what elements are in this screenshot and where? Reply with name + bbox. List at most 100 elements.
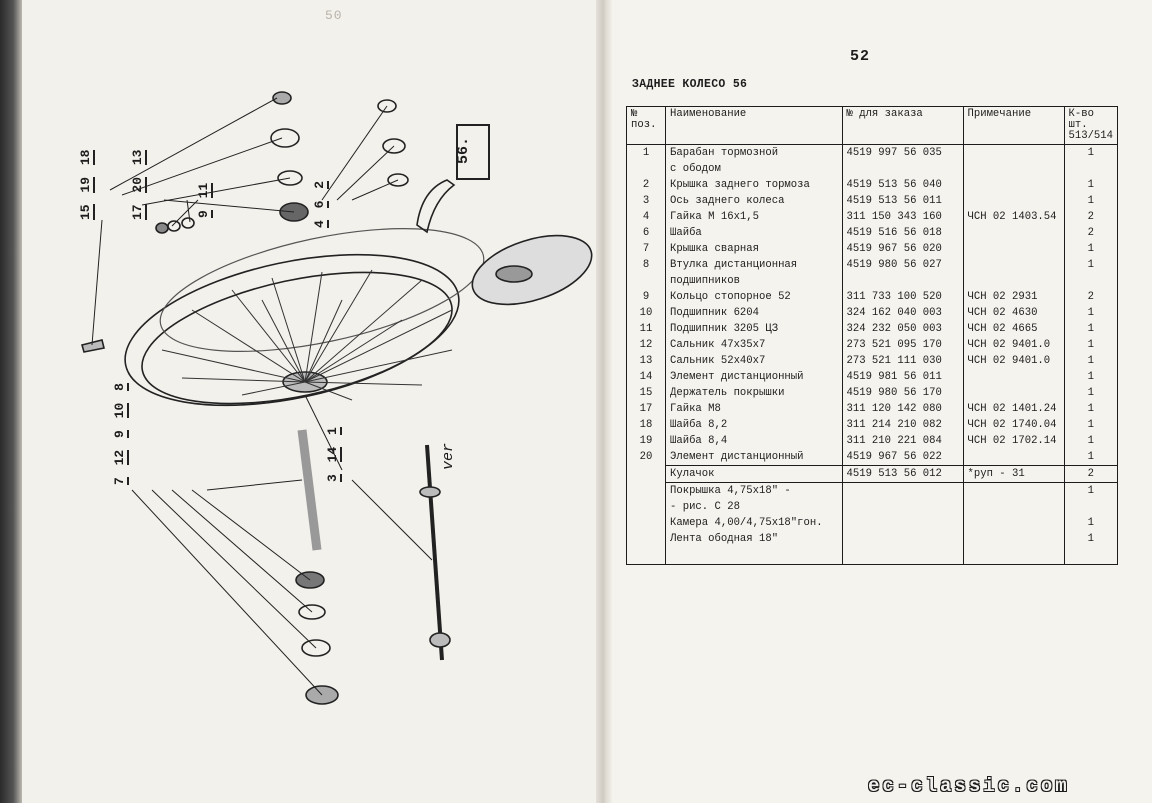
cell-pos — [626, 161, 666, 177]
cell-order: 273 521 095 170 — [841, 337, 964, 353]
wheel-spokes — [161, 269, 453, 401]
table-row: подшипников — [626, 273, 1118, 289]
cell-note — [962, 225, 1065, 241]
cell-qty: 2 — [1063, 209, 1118, 225]
cell-order: 4519 967 56 020 — [841, 241, 964, 257]
cell-note — [962, 193, 1065, 209]
cell-note — [962, 241, 1065, 257]
nut-part — [272, 91, 292, 105]
cell-order: 4519 980 56 027 — [841, 257, 964, 273]
cell-qty: 1 — [1063, 385, 1118, 401]
wheel-rim-back — [159, 228, 485, 352]
callout-label: 6 — [312, 200, 329, 209]
cell-order: 273 521 111 030 — [841, 353, 964, 369]
cell-pos — [626, 547, 666, 565]
seal-part-2 — [387, 173, 409, 187]
cell-note: ЧСН 02 2931 — [962, 289, 1065, 305]
cell-qty: 1 — [1063, 482, 1118, 499]
callout-label: 12 — [112, 449, 129, 466]
callout-group-5: 7 12 9 10 8 — [112, 379, 129, 485]
wheel-rim-inner — [141, 271, 453, 405]
table-title: ЗАДНЕЕ КОЛЕСО 56 — [632, 78, 748, 91]
cell-name — [665, 547, 843, 565]
cell-pos: 8 — [626, 257, 666, 273]
callout-group-6: 3 14 1 — [325, 423, 342, 482]
cell-pos: 1 — [626, 144, 666, 161]
callout-group-3: 9 11 — [196, 179, 213, 218]
cell-order: 4519 513 56 040 — [841, 177, 964, 193]
cell-name: - рис. С 28 — [665, 499, 843, 515]
callout-group-1: 15 19 18 — [78, 146, 95, 220]
cell-note — [962, 547, 1065, 565]
handwritten-note: ver — [440, 442, 457, 470]
exploded-wheel-diagram — [81, 91, 593, 705]
book-gutter — [596, 0, 612, 803]
cell-qty: 1 — [1063, 417, 1118, 433]
cell-pos: 3 — [626, 193, 666, 209]
cell-name: Держатель покрышки — [665, 385, 843, 401]
cell-pos — [626, 515, 666, 531]
cell-qty: 1 — [1063, 257, 1118, 273]
cell-qty: 1 — [1063, 177, 1118, 193]
cell-note — [962, 369, 1065, 385]
cell-name: Элемент дистанционный — [665, 449, 843, 466]
circlip-part — [277, 170, 303, 186]
cell-qty: 1 — [1063, 241, 1118, 257]
callout-label: 7 — [112, 477, 129, 485]
cell-order: 4519 513 56 011 — [841, 193, 964, 209]
cell-pos: 12 — [626, 337, 666, 353]
cell-pos — [626, 499, 666, 515]
cell-qty: 1 — [1063, 321, 1118, 337]
cell-name: Покрышка 4,75х18" - — [665, 482, 843, 499]
table-row: Лента ободная 18"1 — [626, 531, 1118, 547]
cell-note: *руп - 31 — [962, 465, 1065, 483]
cell-note — [962, 385, 1065, 401]
cell-pos — [626, 465, 666, 483]
cell-order: 311 150 343 160 — [841, 209, 964, 225]
cell-qty: 1 — [1063, 337, 1118, 353]
cell-note — [962, 273, 1065, 289]
callout-group-4: 4 6 2 — [312, 177, 329, 228]
cell-note — [962, 449, 1065, 466]
cell-name: Ось заднего колеса — [665, 193, 843, 209]
cell-name: Элемент дистанционный — [665, 369, 843, 385]
cell-order: 4519 513 56 012 — [841, 465, 964, 483]
cell-name: Кулачок — [665, 465, 843, 483]
callout-label: 3 — [325, 474, 342, 482]
cell-note: ЧСН 02 1702.14 — [962, 433, 1065, 449]
cell-pos: 15 — [626, 385, 666, 401]
callout-label: 13 — [130, 149, 147, 166]
cell-order: 311 120 142 080 — [841, 401, 964, 417]
cell-name: Шайба 8,2 — [665, 417, 843, 433]
cell-qty: 1 — [1063, 369, 1118, 385]
cell-order: 311 733 100 520 — [841, 289, 964, 305]
tyre-holder — [81, 339, 105, 353]
diagram-label-box: 56. — [455, 124, 490, 180]
callout-label: 20 — [130, 176, 147, 193]
cell-name: Гайка М 16х1,5 — [665, 209, 843, 225]
brake-shoe — [416, 179, 456, 234]
spacer-part — [270, 128, 300, 148]
callout-label: 18 — [78, 149, 95, 166]
cell-name: Подшипник 3205 ЦЗ — [665, 321, 843, 337]
cell-note: ЧСН 02 1401.24 — [962, 401, 1065, 417]
cell-note — [962, 161, 1065, 177]
watermark: ec-classic.com — [868, 775, 1070, 797]
cell-pos — [626, 482, 666, 499]
cell-order: 4519 516 56 018 — [841, 225, 964, 241]
cell-pos: 20 — [626, 449, 666, 466]
cell-order: 311 214 210 082 — [841, 417, 964, 433]
